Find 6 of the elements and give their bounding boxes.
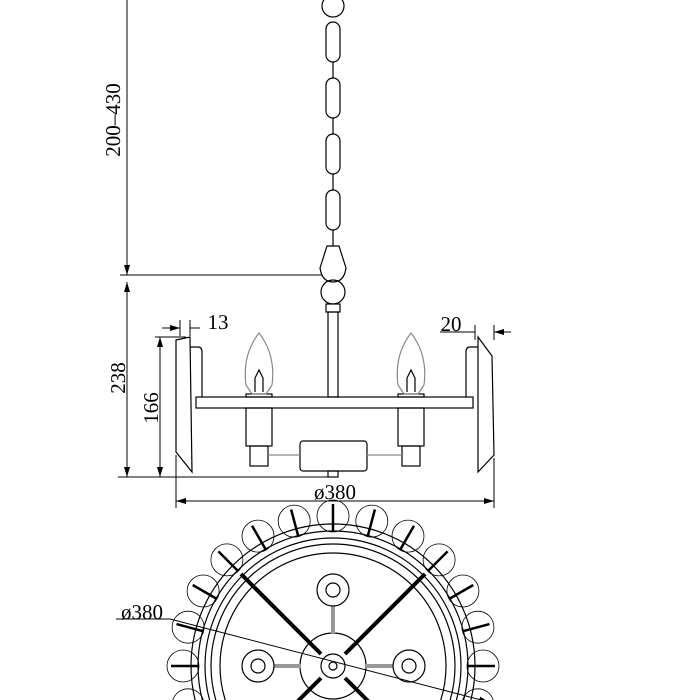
dimension-label: ø380 xyxy=(314,481,356,503)
dimension-label: 20 xyxy=(440,313,462,335)
dimension-label: 238 xyxy=(106,362,129,394)
dimension-label: 13 xyxy=(208,311,228,333)
dimension-label: 166 xyxy=(140,392,162,424)
dimension-label: 200–430 xyxy=(102,83,124,157)
